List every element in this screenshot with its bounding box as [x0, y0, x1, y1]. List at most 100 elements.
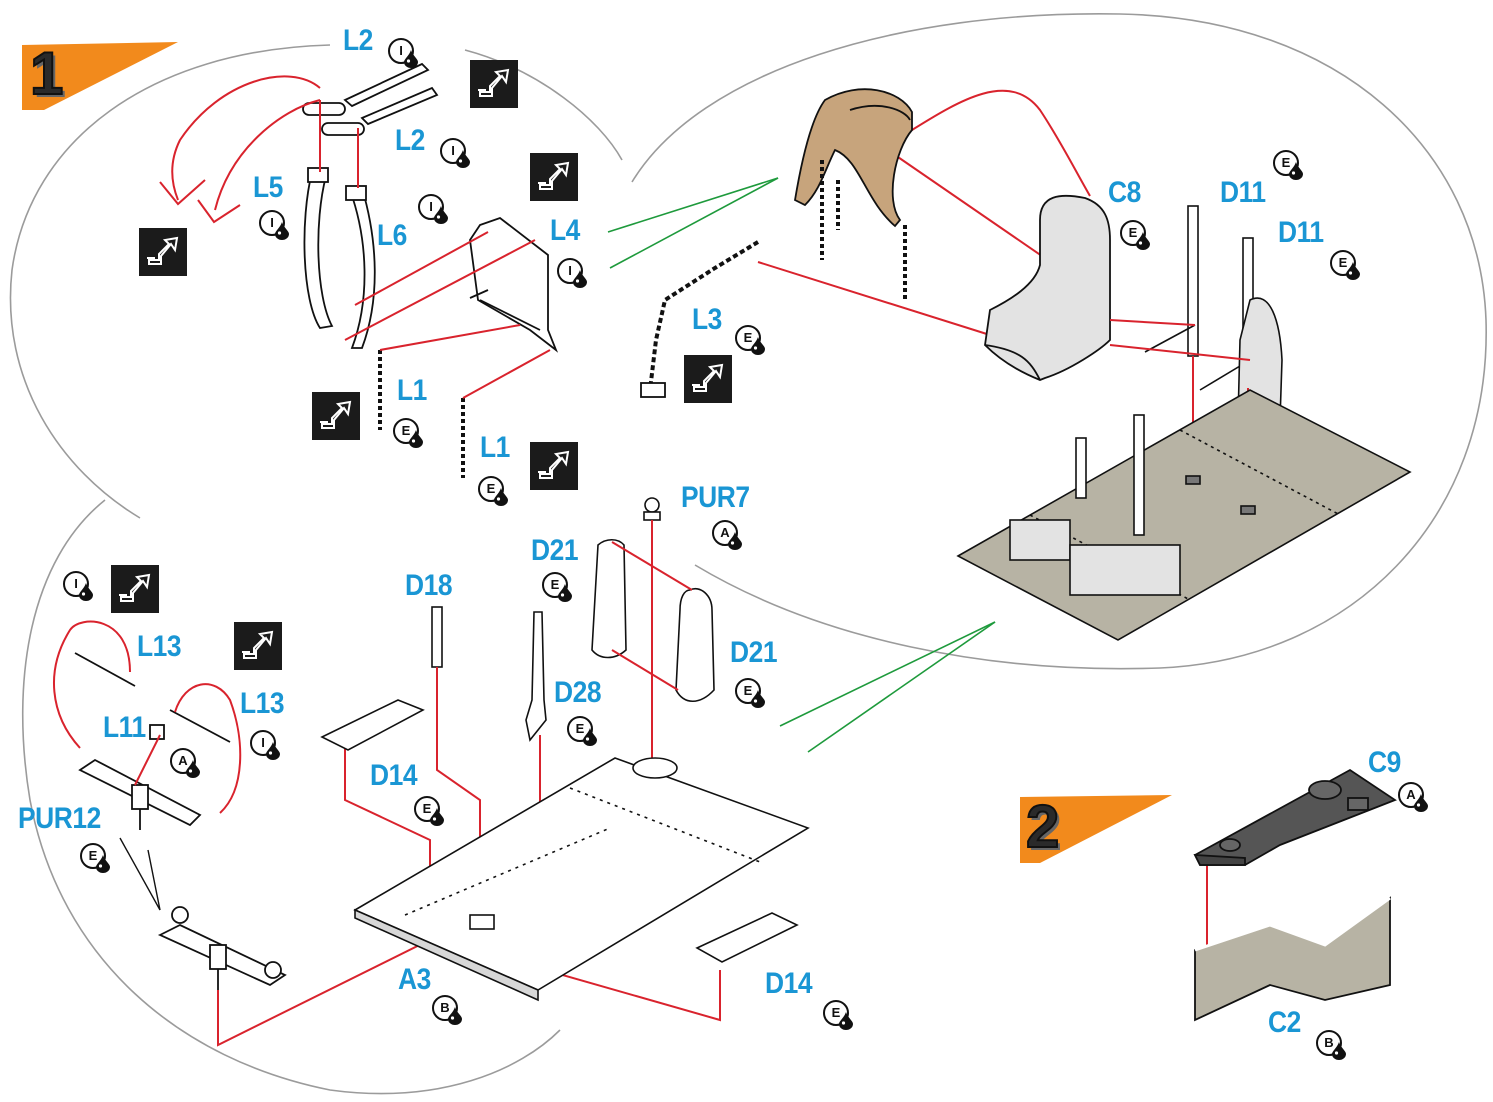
step1-number: 1 [29, 40, 64, 107]
part-label-d14-left: D14 [370, 759, 418, 792]
paint-drop-icon [1346, 262, 1360, 280]
paint-drop-icon [430, 808, 444, 826]
paint-drop-icon [266, 742, 280, 760]
part-label-pur7: PUR7 [681, 481, 750, 514]
paint-drop-icon [494, 488, 508, 506]
part-label-d14-right: D14 [765, 967, 813, 1000]
base-plate-a3 [353, 757, 810, 1002]
paint-drop-icon [186, 760, 200, 778]
paint-code-pur7: A [712, 520, 748, 556]
reference-arrow-icon [530, 442, 578, 490]
paint-code-letter: E [542, 572, 568, 598]
paint-drop-icon [456, 150, 470, 168]
paint-code-l1-left: E [393, 418, 429, 454]
part-label-l2-middle: L2 [395, 124, 425, 157]
paint-drop-icon [409, 430, 423, 448]
step2-parts [1193, 768, 1397, 1022]
reference-arrow-icon [530, 153, 578, 201]
part-label-l5: L5 [253, 171, 283, 204]
paint-code-d21-right: E [735, 678, 771, 714]
paint-code-letter: E [414, 796, 440, 822]
part-label-l13-right: L13 [240, 687, 285, 720]
paint-drop-icon [751, 690, 765, 708]
reference-arrow-icon [139, 228, 187, 276]
part-label-l3: L3 [692, 303, 722, 336]
paint-code-letter: A [712, 520, 738, 546]
reference-arrow-icon [234, 622, 282, 670]
paint-code-d28: E [567, 716, 603, 752]
part-label-c9: C9 [1368, 746, 1401, 779]
paint-drop-icon [404, 50, 418, 68]
part-label-l4: L4 [550, 214, 580, 247]
paint-code-l6: I [418, 194, 454, 230]
step1-flag [22, 42, 178, 110]
reference-arrow-icon [312, 392, 360, 440]
part-label-c8: C8 [1108, 176, 1141, 209]
paint-code-letter: E [735, 678, 761, 704]
paint-drop-icon [583, 728, 597, 746]
paint-drop-icon [573, 270, 587, 288]
paint-drop-icon [434, 206, 448, 224]
paint-code-d21-left: E [542, 572, 578, 608]
covers-d14 [320, 699, 799, 963]
paint-drop-icon [751, 337, 765, 355]
paint-code-d11-left: E [1273, 150, 1309, 186]
paint-code-l11: A [170, 748, 206, 784]
assembly-lines-left [53, 620, 501, 1047]
reference-arrow-icon [684, 355, 732, 403]
paint-code-a3: B [432, 995, 468, 1031]
paint-code-l4: I [557, 258, 593, 294]
zoom-lines [607, 177, 996, 753]
paint-drop-icon [1136, 232, 1150, 250]
harness-parts [302, 62, 760, 478]
paint-code-letter: E [80, 843, 106, 869]
paint-code-d14-right: E [823, 1000, 859, 1036]
step2-flag [1020, 795, 1172, 863]
paint-code-c8: E [1120, 220, 1156, 256]
assembly-bubbles [9, 13, 1487, 1095]
part-label-d28: D28 [554, 676, 602, 709]
part-label-d21-left: D21 [531, 534, 579, 567]
paint-drop-icon [558, 584, 572, 602]
paint-drop-icon [79, 583, 93, 601]
reference-arrow-icon [470, 60, 518, 108]
part-label-d11-left: D11 [1220, 176, 1266, 209]
paint-code-l13-top: I [63, 571, 99, 607]
reference-arrow-icon [111, 565, 159, 613]
paint-code-letter: I [557, 258, 583, 284]
paint-drop-icon [1289, 162, 1303, 180]
paint-drop-icon [728, 532, 742, 550]
part-label-l13-left: L13 [137, 630, 182, 663]
part-label-l1-right: L1 [480, 431, 510, 464]
part-label-l1-left: L1 [397, 374, 427, 407]
assembly-lines-top [159, 75, 1091, 399]
part-label-pur12: PUR12 [18, 802, 101, 835]
posts-d11 [1144, 205, 1283, 429]
part-label-d21-right: D21 [730, 636, 778, 669]
paint-code-letter: E [1120, 220, 1146, 246]
paint-code-l2-top: I [388, 38, 424, 74]
paint-code-l1-right: E [478, 476, 514, 512]
paint-drop-icon [275, 222, 289, 240]
part-label-l6: L6 [377, 219, 407, 252]
seat-c8 [984, 194, 1111, 381]
paint-code-d14-left: E [414, 796, 450, 832]
paint-code-l5: I [259, 210, 295, 246]
pur12-pointers [119, 837, 161, 911]
paint-drop-icon [448, 1007, 462, 1025]
floor-assembled [956, 389, 1412, 641]
paint-drop-icon [96, 855, 110, 873]
paint-drop-icon [839, 1012, 853, 1030]
paint-code-pur12: E [80, 843, 116, 879]
part-label-l2-top: L2 [343, 24, 373, 57]
step1-marker: 1 [26, 40, 181, 110]
paint-code-d11-right: E [1330, 250, 1366, 286]
step2-marker: 2 [1022, 793, 1177, 863]
step2-number: 2 [1025, 793, 1060, 860]
part-label-d11-right: D11 [1278, 216, 1324, 249]
part-label-c2: C2 [1268, 1006, 1301, 1039]
part-label-l11: L11 [103, 711, 146, 744]
paint-code-letter: E [1273, 150, 1299, 176]
paint-drop-icon [1414, 794, 1428, 812]
